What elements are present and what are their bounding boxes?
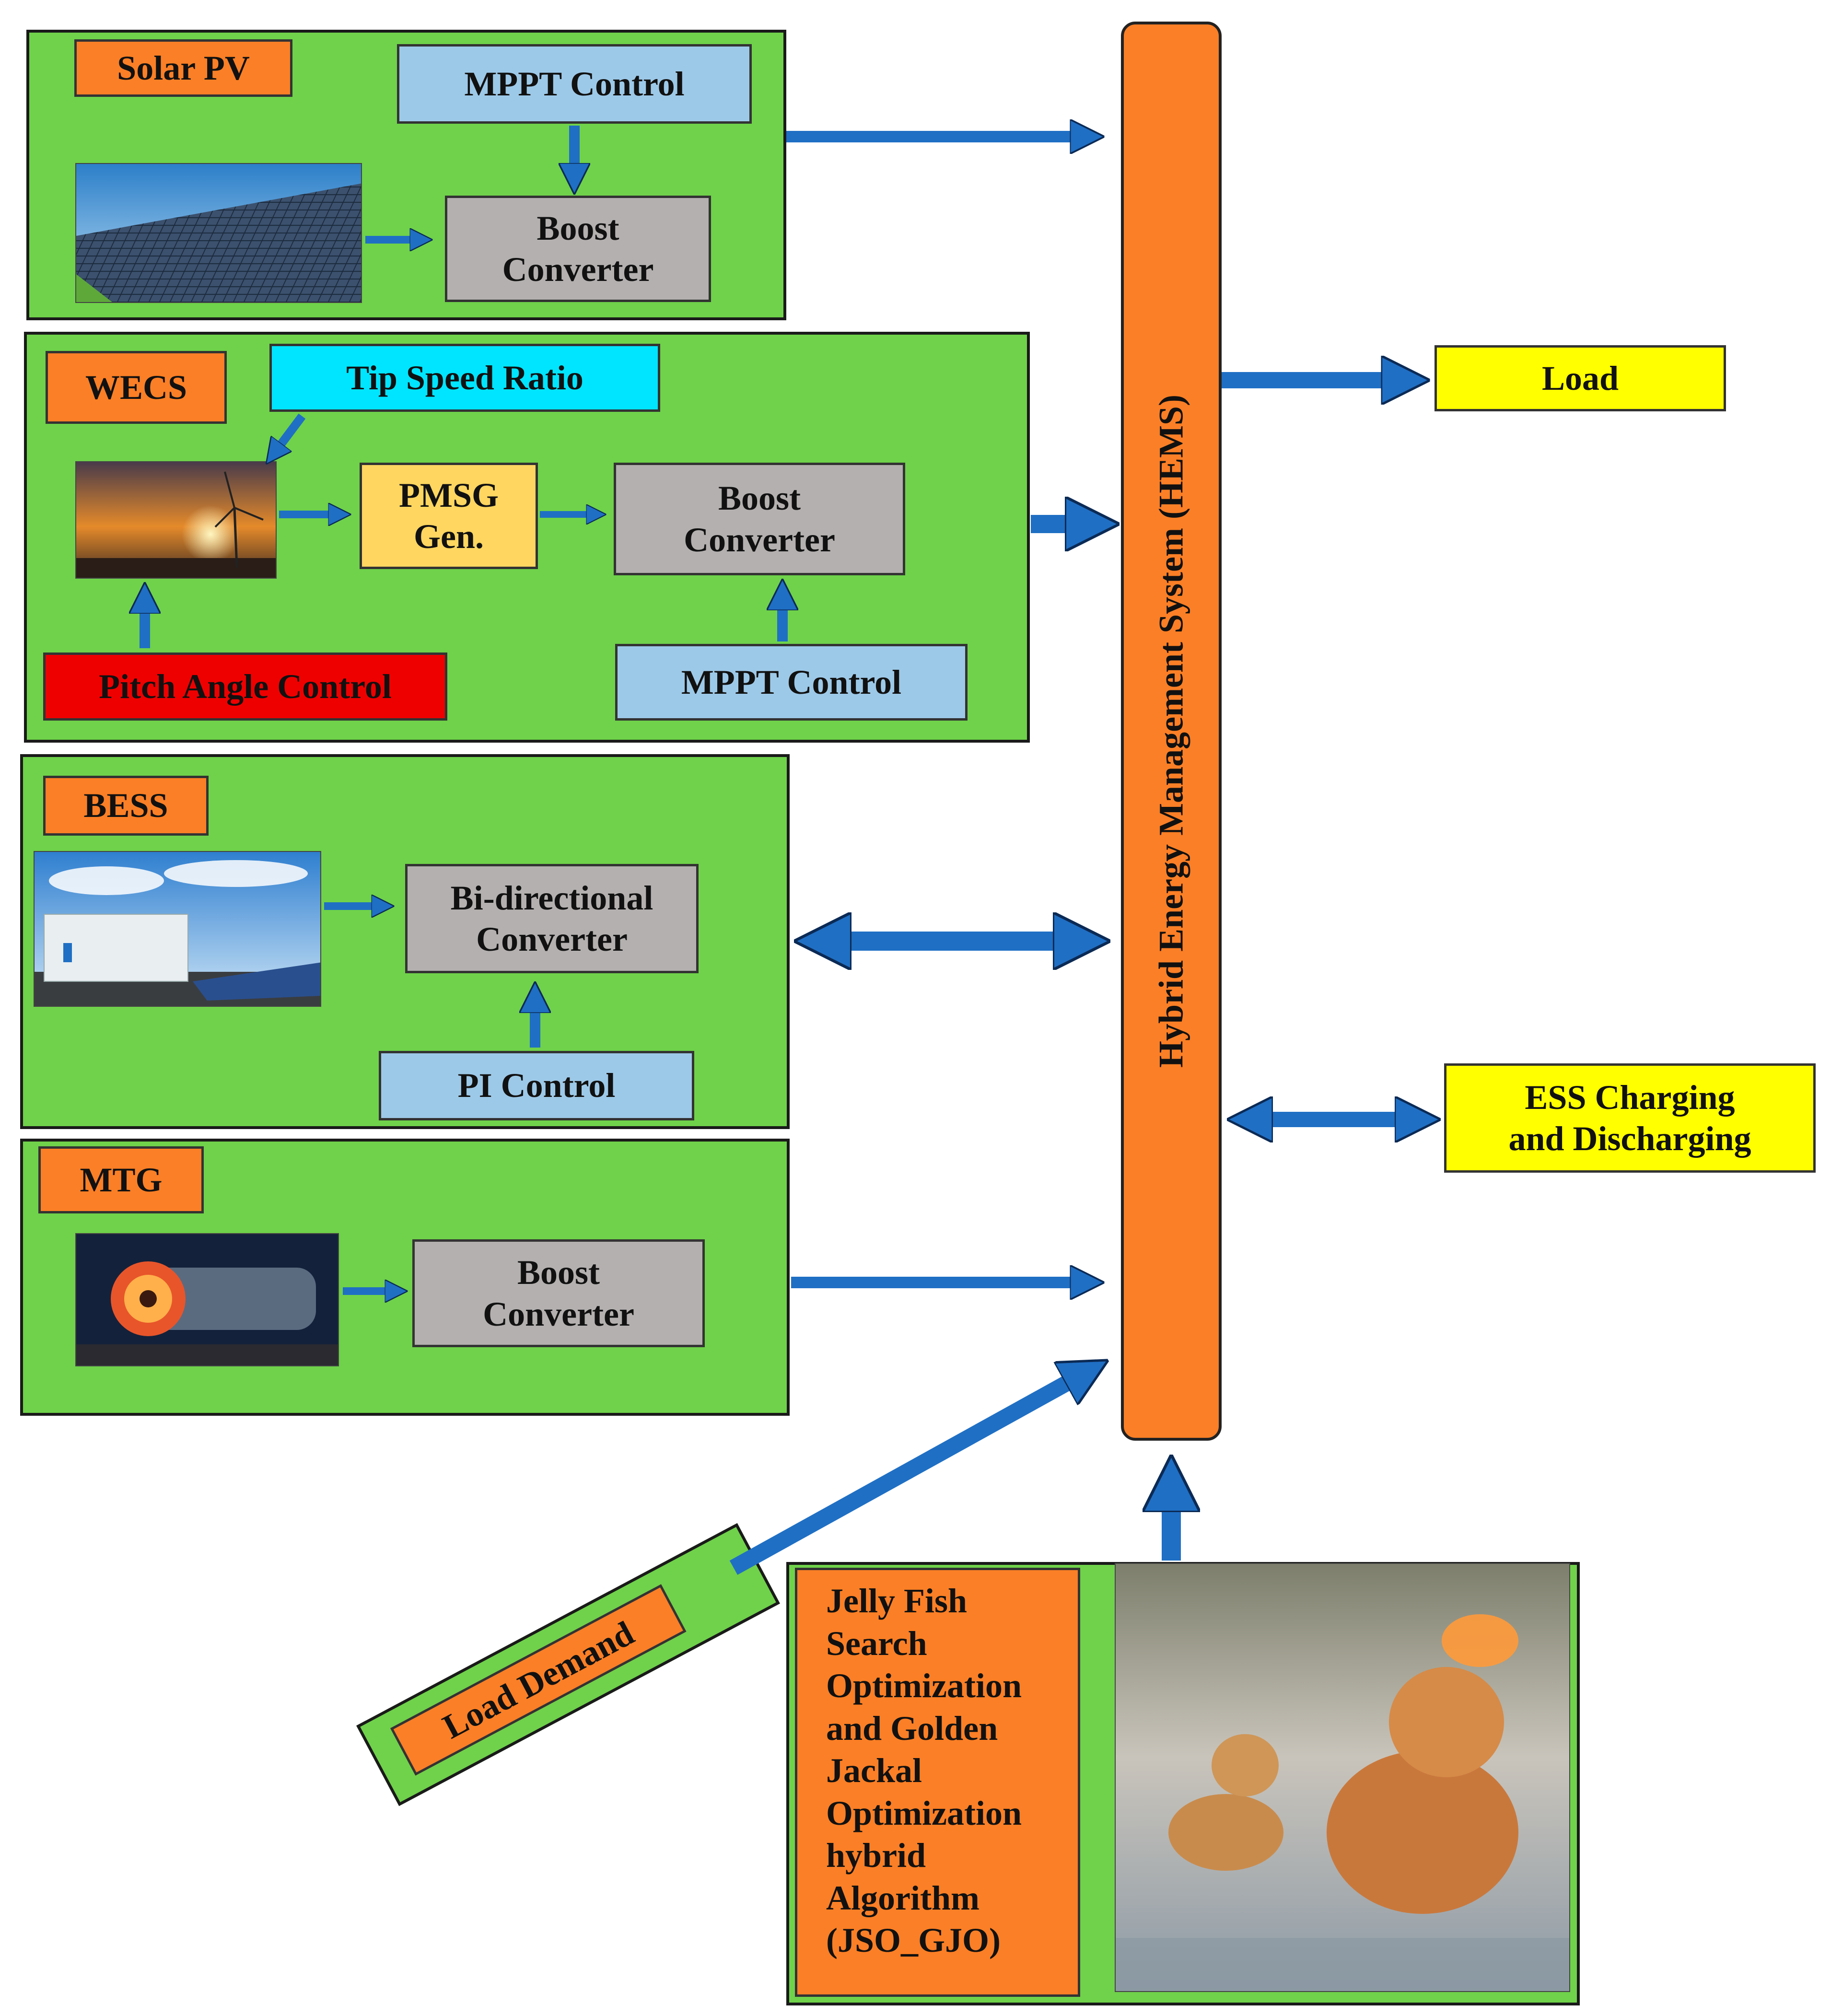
hems-bar: Hybrid Energy Management System (HEMS) xyxy=(1121,22,1222,1441)
wecs-title: WECS xyxy=(46,351,227,424)
bidirectional-converter: Bi-directional Converter xyxy=(405,864,699,973)
mtg-boost-converter: Boost Converter xyxy=(412,1239,705,1347)
pmsg-generator: PMSG Gen. xyxy=(360,463,538,569)
bess-title: BESS xyxy=(43,776,209,836)
jso-gjo-algorithm: Jelly Fish Search Optimization and Golde… xyxy=(795,1568,1080,1997)
mtg-title: MTG xyxy=(38,1146,204,1213)
solar-pv-title: Solar PV xyxy=(74,39,292,97)
wecs-boost-converter: Boost Converter xyxy=(614,463,905,575)
wind-turbine-photo xyxy=(75,461,277,579)
ess-charging-box: ESS Charging and Discharging xyxy=(1444,1063,1816,1173)
wecs-mppt-control: MPPT Control xyxy=(615,644,968,721)
battery-storage-photo xyxy=(34,851,321,1007)
arrow-load-demand-to-hems xyxy=(729,1371,1088,1575)
turbine-engine-photo xyxy=(75,1233,339,1366)
arrow-tsr-to-turbine xyxy=(273,413,306,454)
solar-mppt-control: MPPT Control xyxy=(397,44,752,124)
jackal-jellyfish-photo xyxy=(1115,1563,1570,1992)
solar-panel-photo xyxy=(75,163,362,303)
pitch-angle-control: Pitch Angle Control xyxy=(43,653,447,721)
solar-boost-converter: Boost Converter xyxy=(445,196,711,302)
load-box: Load xyxy=(1434,345,1726,411)
tip-speed-ratio: Tip Speed Ratio xyxy=(269,344,660,412)
pi-control: PI Control xyxy=(379,1051,694,1120)
